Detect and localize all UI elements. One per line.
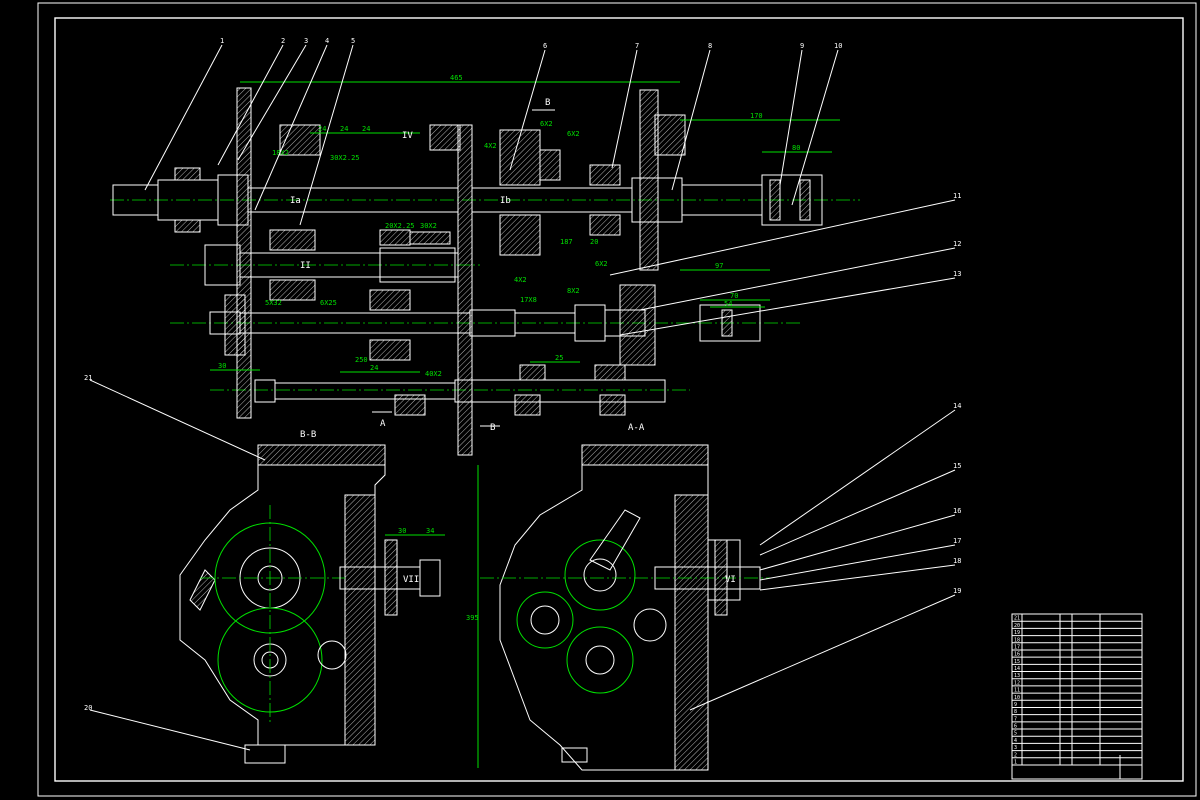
parts-list-row-number: 20 [1014, 623, 1020, 629]
balloon-16: 16 [953, 507, 961, 515]
shaft-label-ia: Ia [290, 196, 301, 206]
view-label-aa: A-A [628, 423, 645, 433]
dim-34: 34 [426, 527, 434, 535]
balloon-8: 8 [708, 42, 712, 50]
parts-list-row-number: 1 [1014, 760, 1017, 766]
spline-label: 30X2.25 [330, 154, 360, 162]
balloon-13: 13 [953, 270, 961, 278]
section-view-aa: A-A VI 395 [466, 423, 770, 771]
section-cut-b-lower: B [490, 423, 495, 433]
parts-list-row-number: 6 [1014, 724, 1017, 730]
spline-label: 40X2 [425, 370, 442, 378]
balloon-5: 5 [351, 37, 355, 45]
dim-170: 170 [750, 112, 763, 120]
parts-list-row-number: 15 [1014, 659, 1020, 665]
balloon-21: 21 [84, 374, 92, 382]
section-view-bb: B-B VII 30 34 [179, 430, 445, 764]
dim-24-c: 24 [362, 125, 370, 133]
parts-list-row-number: 9 [1014, 702, 1017, 708]
view-label-bb: B-B [300, 430, 316, 440]
leader-lines [89, 44, 956, 751]
balloon-14: 14 [953, 402, 961, 410]
shaft-label-vii: VII [403, 575, 419, 585]
parts-list-row-number: 19 [1014, 630, 1020, 636]
spline-label: 17X8 [520, 296, 537, 304]
balloon-9: 9 [800, 42, 804, 50]
dim-97: 97 [715, 262, 723, 270]
spline-label: 4X2 [514, 276, 527, 284]
parts-list-row-number: 11 [1014, 688, 1020, 694]
spline-label: 8X2 [567, 287, 580, 295]
parts-list-row-number: 2 [1014, 752, 1017, 758]
outer-border [37, 2, 1197, 797]
dim-80: 80 [792, 144, 800, 152]
dim-395: 395 [466, 614, 479, 622]
dim-30-b: 30 [398, 527, 406, 535]
spline-label: 6X2 [595, 260, 608, 268]
spline-label: 18X2 [272, 149, 289, 157]
dim-187: 187 [560, 238, 573, 246]
spline-label: 6X2 [540, 120, 553, 128]
balloon-19: 19 [953, 587, 961, 595]
balloon-4: 4 [325, 37, 329, 45]
dim-250: 250 [355, 356, 368, 364]
balloon-20: 20 [84, 704, 92, 712]
spline-label: 6X25 [320, 299, 337, 307]
section-cut-a: A [380, 419, 386, 429]
dim-25: 25 [555, 354, 563, 362]
balloon-18: 18 [953, 557, 961, 565]
dim-24-a: 24 [318, 125, 326, 133]
parts-list-row-number: 4 [1014, 738, 1017, 744]
parts-list-row-number: 17 [1014, 644, 1020, 650]
parts-list-row-number: 10 [1014, 695, 1020, 701]
balloon-6: 6 [543, 42, 547, 50]
spline-label: 20X2.25 [385, 222, 415, 230]
top-section-view: 465 170 80 97 70 54 24 24 24 24 25 30 25… [110, 74, 860, 456]
parts-list-row-number: 7 [1014, 716, 1017, 722]
balloon-12: 12 [953, 240, 961, 248]
parts-list-row-number: 8 [1014, 709, 1017, 715]
balloon-15: 15 [953, 462, 961, 470]
inner-border [54, 17, 1184, 782]
parts-list-row-number: 5 [1014, 731, 1017, 737]
balloon-10: 10 [834, 42, 842, 50]
dim-20: 20 [590, 238, 598, 246]
dim-30: 30 [218, 362, 226, 370]
balloon-2: 2 [281, 37, 285, 45]
dim-24-d: 24 [370, 364, 378, 372]
parts-list-row-number: 12 [1014, 680, 1020, 686]
section-cut-b: B [545, 98, 550, 108]
shaft-label-iv: IV [402, 131, 413, 141]
spline-label: 5X32 [265, 299, 282, 307]
parts-list-row-number: 3 [1014, 745, 1017, 751]
balloon-numbers: 1 2 3 4 5 6 7 8 9 10 11 12 13 14 15 16 1… [84, 37, 961, 712]
dim-70: 70 [730, 292, 738, 300]
spline-label: 4X2 [484, 142, 497, 150]
shaft-label-vi: VI [725, 575, 736, 585]
spline-label: 6X2 [567, 130, 580, 138]
balloon-3: 3 [304, 37, 308, 45]
shaft-label-ib: Ib [500, 196, 511, 206]
parts-list-row-number: 16 [1014, 652, 1020, 658]
dim-24-b: 24 [340, 125, 348, 133]
parts-list-row-number: 14 [1014, 666, 1020, 672]
balloon-17: 17 [953, 537, 961, 545]
balloon-1: 1 [220, 37, 224, 45]
parts-list-row-number: 18 [1014, 637, 1020, 643]
shaft-label-ii: II [300, 261, 311, 271]
dim-465: 465 [450, 74, 463, 82]
parts-list-row-number: 13 [1014, 673, 1020, 679]
parts-list-row-number: 21 [1014, 616, 1020, 622]
dim-54: 54 [724, 300, 732, 308]
balloon-11: 11 [953, 192, 961, 200]
balloon-7: 7 [635, 42, 639, 50]
spline-label: 30X2 [420, 222, 437, 230]
